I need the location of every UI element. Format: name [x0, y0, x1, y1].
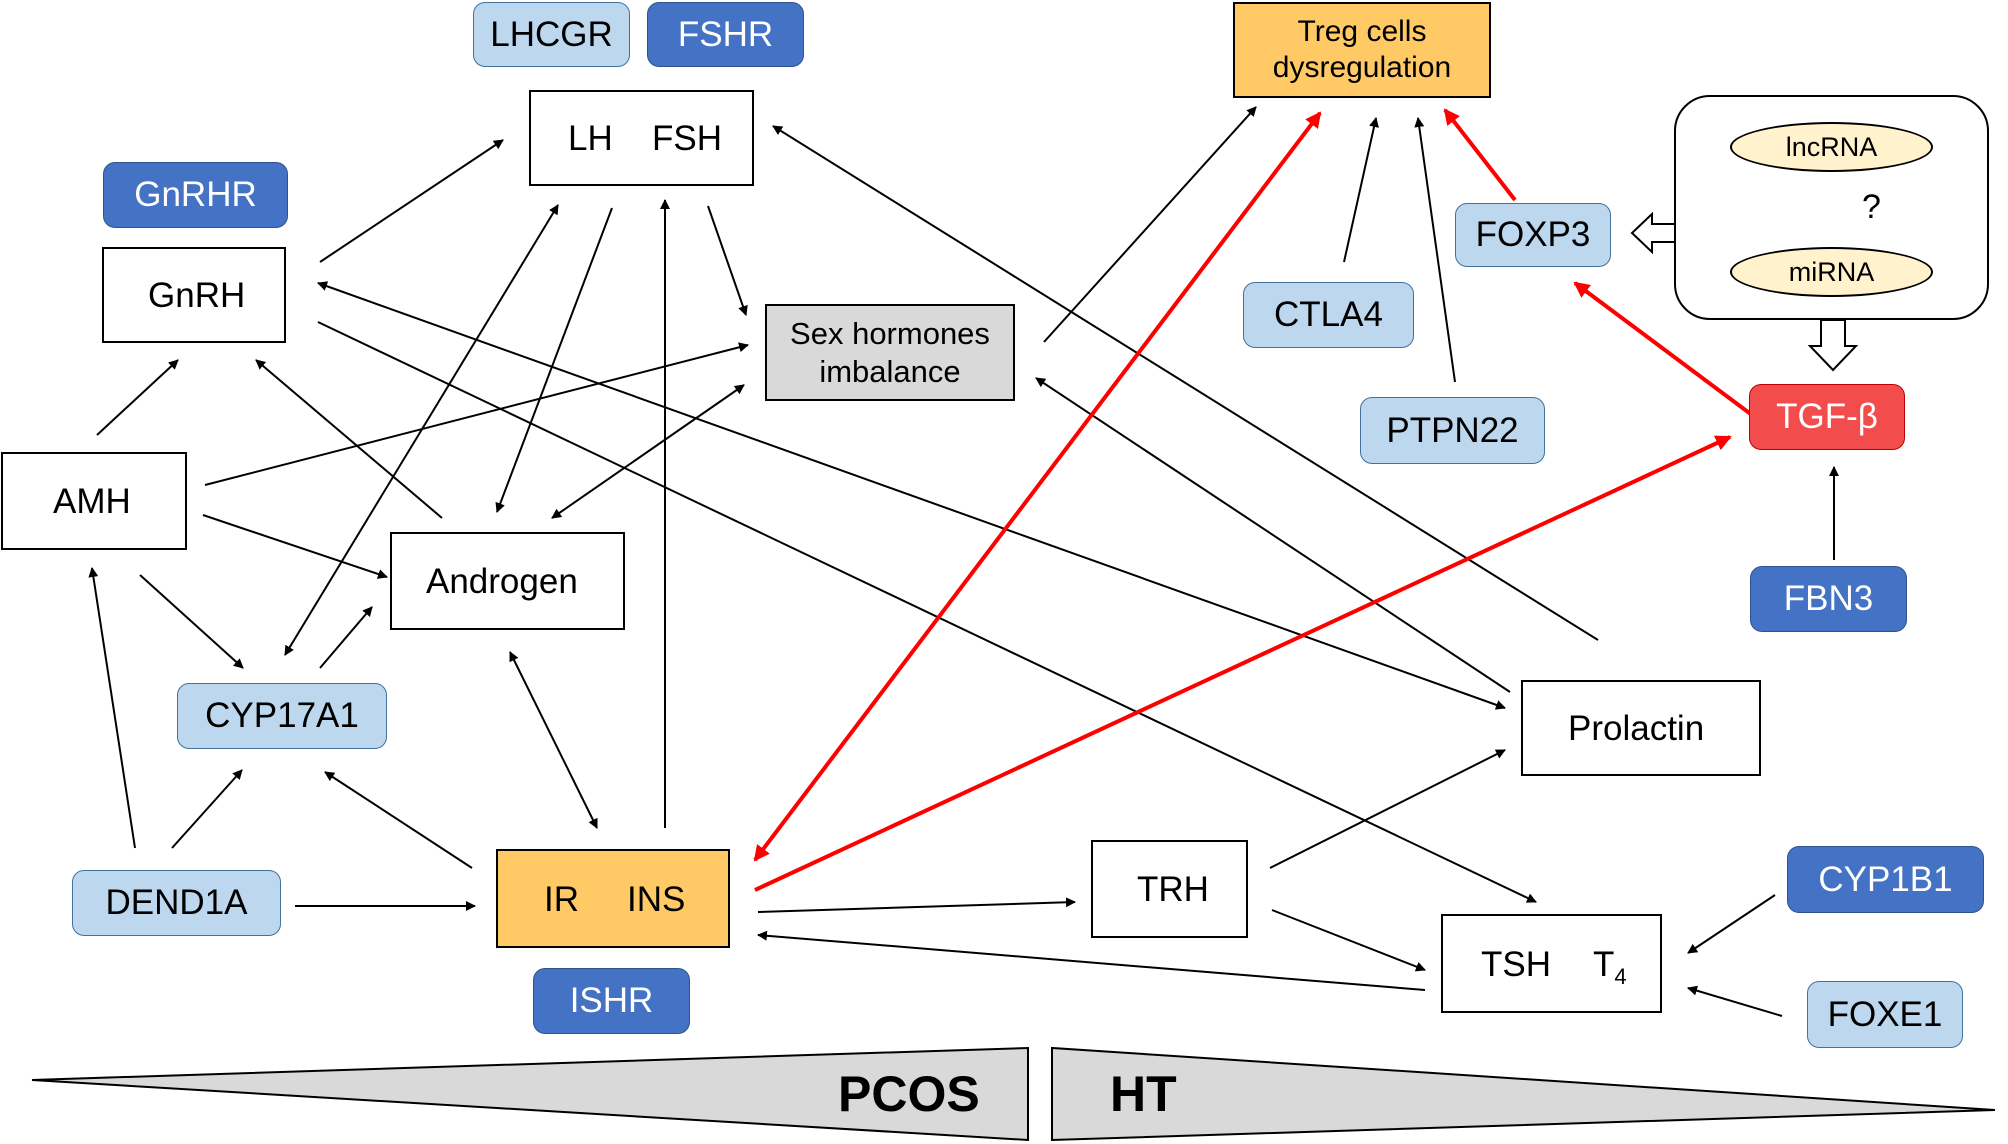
ishr-label: ISHR [569, 981, 654, 1020]
treg-node: Treg cells dysregulation [1233, 2, 1491, 98]
edge-gnrh-to-lhfsh [319, 139, 504, 263]
mirna-label: miRNA [1788, 256, 1875, 287]
pcos-label: PCOS [838, 1066, 980, 1122]
gnrhr-node: GnRHR [103, 162, 288, 228]
edge-tsh-to-irins [757, 930, 1426, 991]
edge-cyp17a1-to-androgen [319, 606, 373, 669]
ins-label: INS [627, 880, 686, 919]
treg-line1: Treg cells [1297, 15, 1427, 48]
ir-ins-node: IR INS [496, 849, 730, 948]
gnrh-node: GnRH [102, 247, 286, 343]
dend1a-label: DEND1A [105, 883, 248, 922]
edge-irins-to-tgfb-red [754, 435, 1732, 892]
amh-node: AMH [1, 452, 187, 550]
trh-node: TRH [1091, 840, 1248, 938]
cyp17a1-node: CYP17A1 [177, 683, 387, 749]
foxe1-label: FOXE1 [1827, 994, 1943, 1034]
foxp3-label: FOXP3 [1475, 215, 1591, 254]
block-arrow-nc-to-tgfb [1807, 319, 1859, 372]
ctla4-node: CTLA4 [1243, 282, 1414, 348]
prolactin-label: Prolactin [1568, 709, 1705, 748]
foxe1-node: FOXE1 [1807, 981, 1963, 1048]
edge-cyp1b1-to-tsh [1687, 894, 1776, 954]
edge-foxp3-to-treg-red [1443, 108, 1517, 202]
lhcgr-label: LHCGR [490, 14, 613, 54]
androgen-node: Androgen [390, 532, 625, 630]
ir-label: IR [544, 880, 579, 919]
fbn3-label: FBN3 [1783, 579, 1874, 618]
ptpn22-label: PTPN22 [1386, 410, 1519, 450]
sex-hormones-node: Sex hormones imbalance [765, 304, 1015, 401]
lncrna-label: lncRNA [1785, 131, 1878, 162]
fsh-label: FSH [652, 119, 722, 158]
gnrhr-label: GnRHR [134, 175, 257, 214]
edge-lhfsh-to-sex-hormones [707, 205, 748, 316]
edge-amh-to-sex-hormones [204, 342, 749, 486]
edge-irins-treg-red [753, 111, 1322, 862]
tsh-t4-node: TSH T4 [1441, 914, 1662, 1013]
edge-lhfsh-to-androgen [495, 207, 613, 513]
t4-letter: T [1593, 945, 1615, 984]
edge-trh-to-tsh [1271, 909, 1426, 972]
pcos-triangle [31, 1046, 1029, 1142]
edge-ctla4-to-treg [1343, 117, 1379, 263]
sex-hormones-line1: Sex hormones [790, 316, 990, 352]
edge-foxe1-to-tsh [1687, 985, 1783, 1017]
fshr-node: FSHR [647, 2, 804, 67]
edge-tgfb-to-foxp3-red [1573, 281, 1754, 417]
question-mark: ? [1862, 188, 1881, 226]
edge-ptpn22-to-treg [1414, 117, 1456, 383]
amh-label: AMH [53, 482, 131, 521]
t4-label: T4 [1593, 944, 1627, 990]
ishr-node: ISHR [533, 968, 690, 1034]
edge-dend1a-to-amh [88, 567, 136, 849]
fbn3-node: FBN3 [1750, 566, 1907, 632]
block-arrow-nc-to-foxp3 [1630, 211, 1679, 255]
sex-hormones-line2: imbalance [819, 353, 961, 389]
edge-dend1a-to-cyp17a1 [171, 769, 243, 849]
t4-subscript: 4 [1614, 964, 1627, 989]
gnrh-label: GnRH [148, 276, 246, 315]
ht-triangle [1051, 1046, 1996, 1142]
androgen-label: Androgen [426, 562, 578, 601]
trh-label: TRH [1137, 870, 1209, 909]
prolactin-node: Prolactin [1521, 680, 1761, 776]
ctla4-label: CTLA4 [1274, 295, 1383, 334]
cyp17a1-label: CYP17A1 [205, 696, 359, 735]
edge-sex-hormones-androgen [551, 384, 745, 519]
ptpn22-node: PTPN22 [1360, 397, 1545, 464]
lncrna-node: lncRNA [1730, 122, 1933, 172]
foxp3-node: FOXP3 [1455, 203, 1611, 267]
lh-label: LH [568, 119, 613, 158]
ht-label: HT [1110, 1066, 1177, 1122]
edge-amh-to-cyp17a1 [139, 574, 244, 669]
fshr-label: FSHR [677, 14, 774, 54]
edge-sex-hormones-to-treg [1043, 106, 1257, 343]
mirna-node: miRNA [1730, 247, 1933, 297]
edge-amh-to-androgen [202, 514, 388, 579]
tgfb-label: TGF-β [1776, 397, 1878, 436]
cyp1b1-label: CYP1B1 [1818, 859, 1953, 899]
lh-fsh-node: LH FSH [529, 90, 754, 186]
edge-androgen-irins [509, 651, 598, 829]
cyp1b1-node: CYP1B1 [1787, 846, 1984, 913]
treg-line2: dysregulation [1272, 51, 1452, 84]
edge-irins-to-trh [757, 897, 1076, 913]
edge-amh-to-gnrh [96, 359, 179, 436]
tsh-label: TSH [1481, 945, 1551, 984]
lhcgr-node: LHCGR [473, 2, 630, 67]
edge-irins-to-cyp17a1 [324, 771, 473, 869]
dend1a-node: DEND1A [72, 870, 281, 936]
edge-trh-to-prolactin [1269, 749, 1506, 869]
edge-androgen-to-gnrh [255, 359, 443, 519]
tgfb-node: TGF-β [1749, 384, 1905, 450]
